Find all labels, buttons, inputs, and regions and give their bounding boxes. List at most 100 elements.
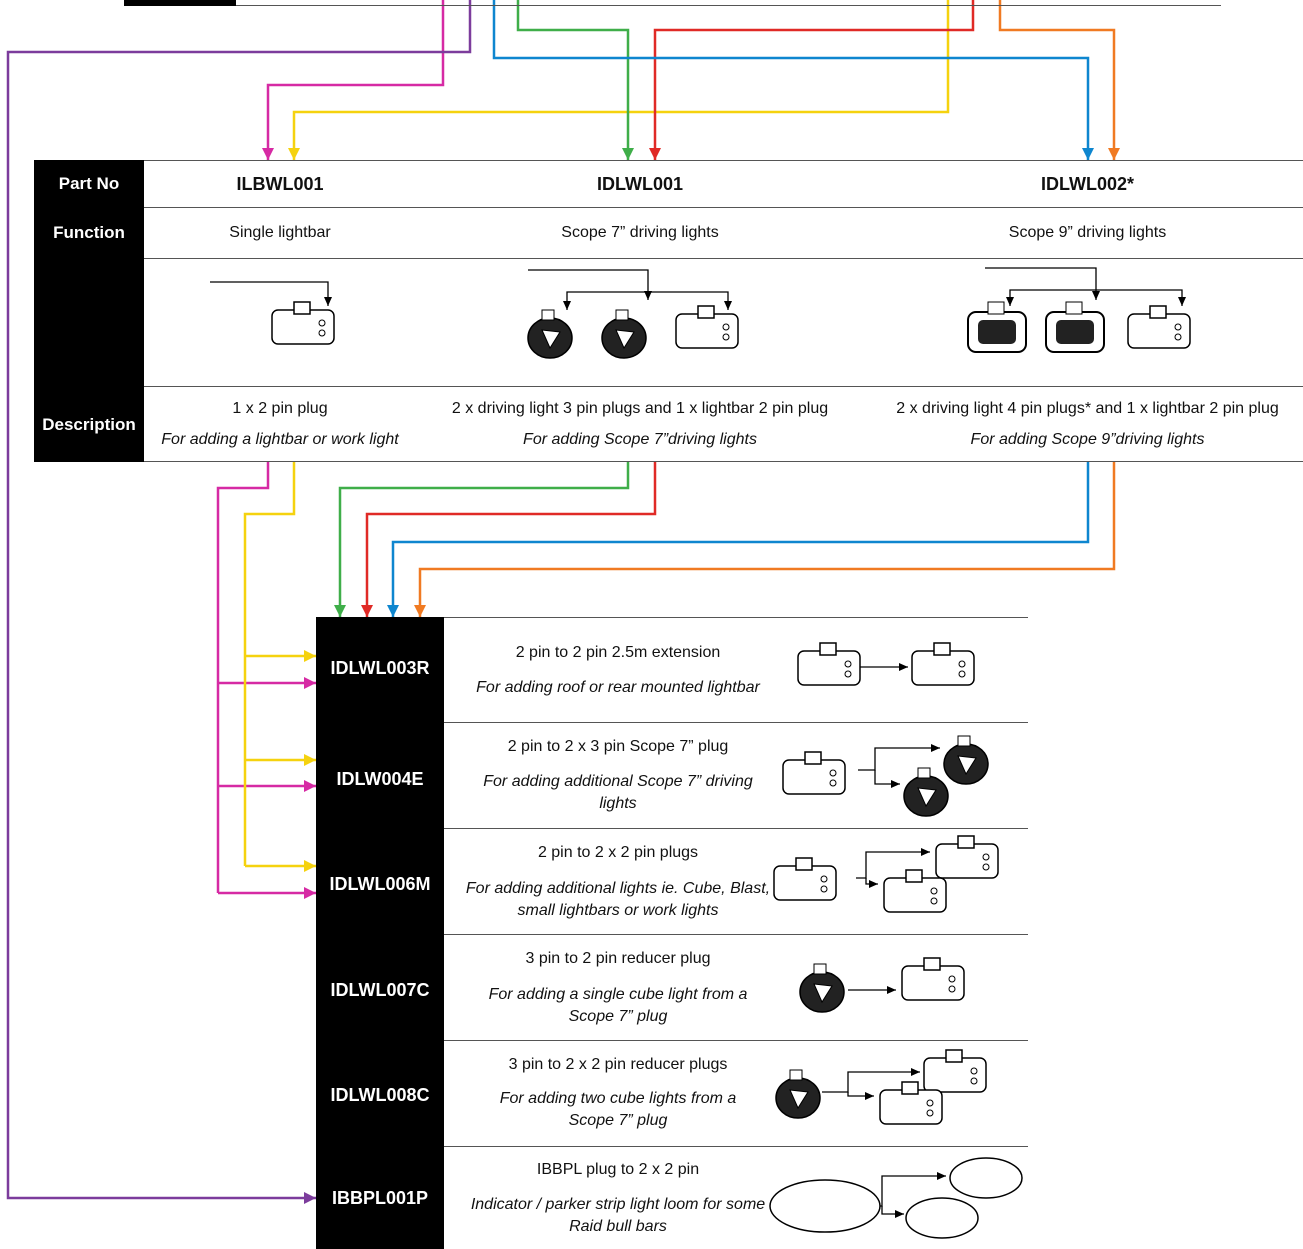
connector-lead: [856, 851, 930, 879]
wire: [6, 0, 472, 1200]
two-pin-plug-icon: [879, 1089, 943, 1125]
accessory-table-rule: [444, 1040, 1028, 1041]
accessory-part-number: IDLWL003R: [330, 658, 430, 678]
arrowhead: [304, 860, 316, 872]
two-pin-plug-icon: [883, 877, 947, 913]
connector-lead-arrowhead: [931, 744, 940, 752]
accessory-part-number: IBBPL001P: [331, 1188, 429, 1208]
connector-lead: [880, 1175, 946, 1207]
row-label-function: Function: [53, 223, 125, 242]
pin-icon: [970, 1067, 978, 1075]
accessory-part-number: IDLWL006M: [329, 874, 431, 894]
connector-lead-arrowhead: [921, 848, 930, 856]
pin-icon: [829, 779, 837, 787]
connector-lead-arrowhead: [911, 1068, 920, 1076]
pin-icon: [820, 885, 828, 893]
wire: [266, 0, 445, 160]
description-note: For adding a lightbar or work light: [161, 431, 399, 448]
accessory-table-rule: [444, 722, 1028, 723]
connector-lead-arrowhead: [891, 780, 900, 788]
connector-lead-arrowhead: [869, 880, 878, 888]
row-label-description: Description: [42, 415, 136, 434]
pin-icon: [982, 853, 990, 861]
plug-latch-icon: [957, 835, 975, 849]
plug-latch-icon: [987, 301, 1005, 315]
two-pin-plug-icon: [797, 650, 861, 686]
arrowhead: [288, 148, 300, 160]
connector-lead: [528, 269, 649, 300]
pin-icon: [1174, 333, 1182, 341]
two-pin-plug-icon: [923, 1057, 987, 1093]
two-pin-plug-icon: [935, 843, 999, 879]
arrowhead: [304, 780, 316, 792]
pin-icon: [958, 670, 966, 678]
pin-icon: [844, 660, 852, 668]
two-pin-plug-icon: [1127, 313, 1191, 349]
accessory-part-number: IDLWL007C: [330, 980, 430, 1000]
pin-icon: [926, 1099, 934, 1107]
plug-latch-icon: [293, 301, 311, 315]
pin-icon: [958, 660, 966, 668]
plug-latch-icon: [804, 751, 822, 765]
pin-icon: [1174, 323, 1182, 331]
pin-icon: [948, 985, 956, 993]
connector-lead-arrowhead: [895, 1210, 904, 1218]
plug-latch-icon: [945, 1049, 963, 1063]
plug-latch-icon: [615, 309, 629, 321]
ibbpl-plug-icon: [769, 1179, 881, 1233]
arrowhead: [304, 650, 316, 662]
accessory-description: IBBPL plug to 2 x 2 pin: [536, 1161, 700, 1178]
part-number: IDLWL001: [596, 174, 684, 194]
description-text: 1 x 2 pin plug: [232, 400, 328, 417]
arrowhead: [414, 605, 426, 617]
function-text: Single lightbar: [229, 224, 331, 241]
arrowhead: [387, 605, 399, 617]
connector-lead-arrowhead: [1006, 297, 1014, 306]
plug-latch-icon: [541, 309, 555, 321]
wire: [516, 0, 630, 160]
accessory-part-number: IDLWL008C: [330, 1085, 430, 1105]
description-text: 2 x driving light 3 pin plugs and 1 x li…: [451, 400, 829, 417]
connector-lead-arrowhead: [644, 291, 652, 300]
plug-latch-icon: [905, 869, 923, 883]
pin-face-icon: [615, 329, 635, 350]
plug-latch-icon: [697, 305, 715, 319]
pin-icon: [970, 1077, 978, 1085]
arrowhead: [1082, 148, 1094, 160]
main-table-rule: [144, 207, 1303, 208]
arrowhead: [622, 148, 634, 160]
pin-face-icon: [813, 983, 833, 1004]
two-pin-plug-icon: [911, 650, 975, 686]
accessory-note: For adding roof or rear mounted lightbar: [476, 679, 760, 696]
accessory-note: For adding a single cube light from a Sc…: [488, 986, 748, 1025]
connector-lead-arrowhead: [899, 663, 908, 671]
connector-lead-arrowhead: [1178, 297, 1186, 306]
arrowhead: [1108, 148, 1120, 160]
main-table-label-column: [34, 160, 144, 462]
pin-icon: [948, 975, 956, 983]
row-label-part-no: Part No: [58, 174, 120, 193]
plug-latch-icon: [795, 857, 813, 871]
plug-latch-icon: [813, 963, 827, 975]
connector-lead-arrowhead: [865, 1092, 874, 1100]
plug-latch-icon: [819, 642, 837, 656]
plug-latch-icon: [923, 957, 941, 971]
two-pin-plug-icon: [782, 759, 846, 795]
two-pin-plug-icon: [271, 309, 335, 345]
accessory-table-rule: [444, 617, 1028, 618]
pin-icon: [318, 319, 326, 327]
pin-face-icon: [957, 755, 977, 776]
connector-lead-arrowhead: [1092, 291, 1100, 300]
wire: [653, 0, 975, 160]
pin-icon: [930, 897, 938, 905]
connector-lead: [566, 291, 648, 310]
connector-lead: [858, 747, 940, 771]
oval-plug-icon: [949, 1157, 1023, 1199]
accessory-part-number: IDLW004E: [336, 769, 424, 789]
pin-icon: [829, 769, 837, 777]
description-note: For adding Scope 7”driving lights: [523, 431, 757, 448]
connector-lead: [985, 267, 1097, 300]
wire: [418, 462, 1116, 617]
connector-lead: [874, 770, 900, 785]
